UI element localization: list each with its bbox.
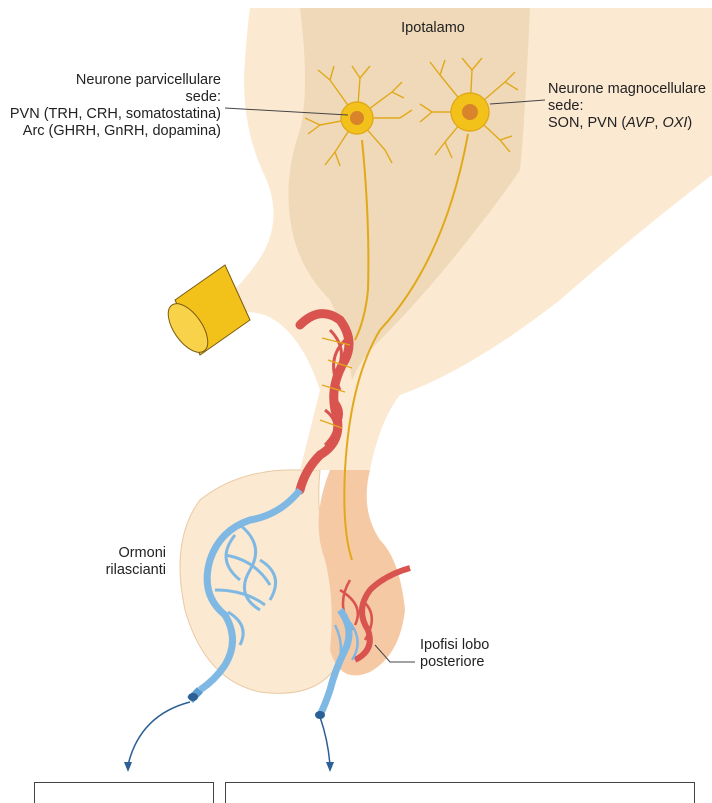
magno-label-line3: SON, PVN (AVP, OXI) (548, 115, 706, 132)
parvo-label-line1: Neurone parvicellulare (0, 72, 221, 89)
parvo-label-line4: Arc (GHRH, GnRH, dopamina) (0, 123, 221, 140)
hypothalamus-label: Ipotalamo (383, 20, 483, 37)
releasing-hormones-label: Ormoni rilascianti (60, 545, 166, 579)
magnocellular-label: Neurone magnocellulare sede: SON, PVN (A… (548, 81, 706, 132)
arrowhead-left (124, 762, 132, 772)
anterior-output-box (34, 782, 214, 803)
arrowhead-right (326, 762, 334, 772)
magno-label-line2: sede: (548, 98, 706, 115)
parvo-label-line2: sede: (0, 89, 221, 106)
magno-prefix: SON, PVN ( (548, 115, 626, 131)
posterior-output-box (225, 782, 695, 803)
magno-avp: AVP (626, 115, 654, 131)
magno-oxi: OXI (662, 115, 687, 131)
output-arrows (128, 702, 330, 765)
releasing-line2: rilascianti (60, 562, 166, 579)
posterior-pituitary-label: Ipofisi lobo posteriore (420, 637, 489, 671)
magno-label-line1: Neurone magnocellulare (548, 81, 706, 98)
posterior-line1: Ipofisi lobo (420, 637, 489, 654)
releasing-line1: Ormoni (60, 545, 166, 562)
parvicellular-label: Neurone parvicellulare sede: PVN (TRH, C… (0, 72, 221, 140)
parvo-label-line3: PVN (TRH, CRH, somatostatina) (0, 106, 221, 123)
optic-chiasm (160, 265, 250, 359)
magno-suffix: ) (687, 115, 692, 131)
posterior-line2: posteriore (420, 654, 489, 671)
